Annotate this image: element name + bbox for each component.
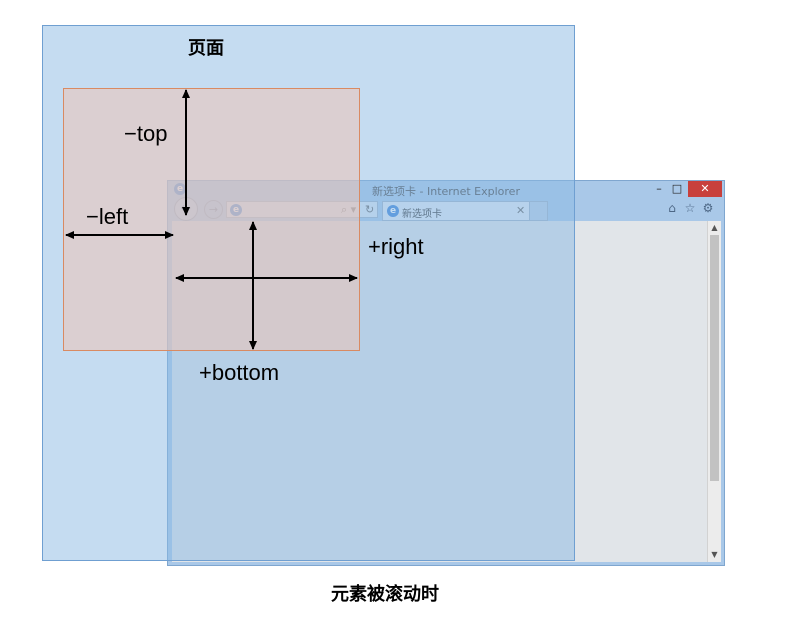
favorites-icon[interactable]: ☆ xyxy=(684,201,696,215)
bottom-label: +bottom xyxy=(199,360,280,385)
gear-icon[interactable]: ⚙ xyxy=(702,201,714,215)
scroll-down-icon[interactable]: ▼ xyxy=(711,550,718,559)
scroll-up-icon[interactable]: ▲ xyxy=(711,223,718,232)
home-icon[interactable]: ⌂ xyxy=(668,201,676,215)
diagram-caption: 元素被滚动时 xyxy=(331,584,439,605)
maximize-button[interactable]: □ xyxy=(671,182,683,195)
page-label: 页面 xyxy=(188,38,224,59)
minimize-button[interactable]: – xyxy=(656,182,662,195)
left-label: −left xyxy=(86,204,129,229)
scroll-thumb[interactable] xyxy=(710,235,719,481)
right-label: +right xyxy=(368,234,424,259)
close-button[interactable]: ✕ xyxy=(688,181,722,197)
element-rectangle xyxy=(63,88,360,351)
vertical-scrollbar[interactable]: ▲ ▼ xyxy=(707,221,721,562)
top-label: −top xyxy=(124,121,168,146)
